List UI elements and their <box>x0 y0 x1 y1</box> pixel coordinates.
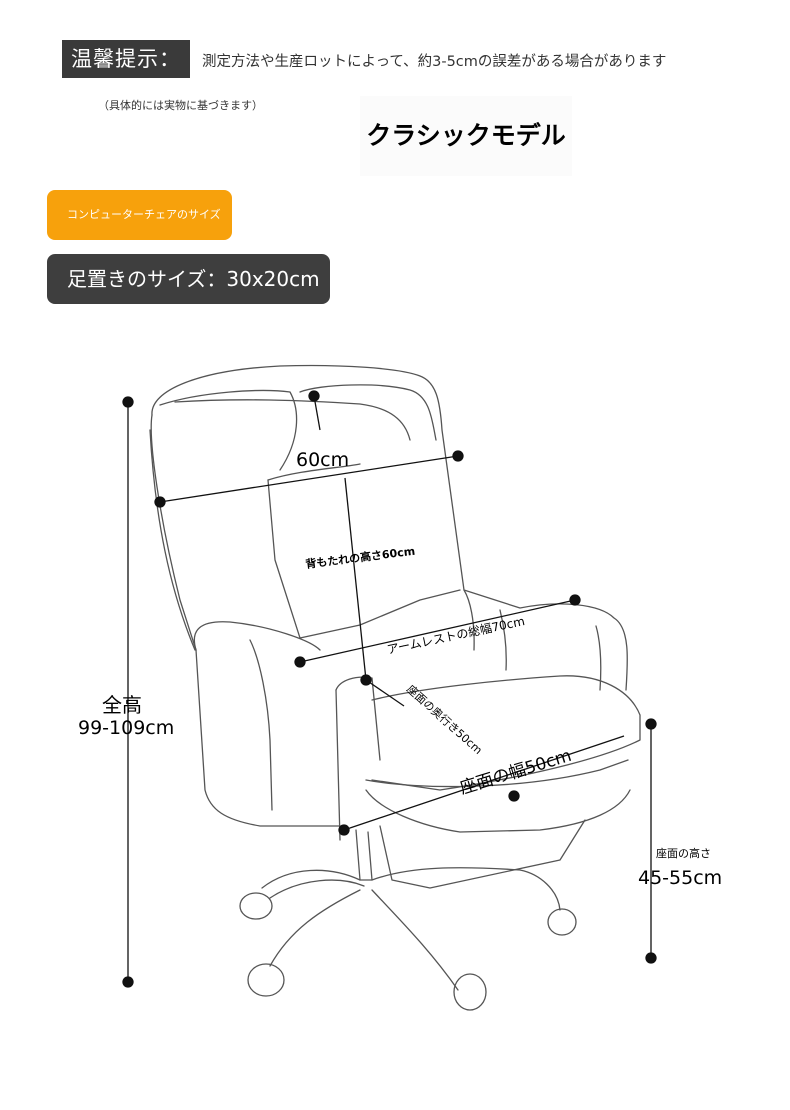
dot <box>569 594 581 606</box>
dot <box>508 790 520 802</box>
dot <box>308 390 320 402</box>
dimension-lines <box>122 390 657 988</box>
armrest-width-line <box>299 599 576 663</box>
seat-height-label: 座面の高さ <box>656 846 711 860</box>
dot <box>154 496 166 508</box>
dot <box>122 396 134 408</box>
dot <box>338 824 350 836</box>
headrest-width-label: 60cm <box>296 449 349 471</box>
seat-width-line <box>343 735 625 831</box>
seat-depth-label: 座面の奥行き50cm <box>404 682 485 757</box>
headrest-leader <box>313 395 321 431</box>
seat-height-value: 45-55cm <box>638 867 722 889</box>
footrest-size-tag: 足置きのサイズ：30x20cm <box>47 254 330 304</box>
dot <box>360 674 372 686</box>
headrest-width-line <box>159 455 459 503</box>
seat-depth-line <box>365 679 405 707</box>
total-height-value: 99-109cm <box>78 717 174 739</box>
model-title: クラシックモデル <box>360 96 572 176</box>
notice-text: 測定方法や生産ロットによって、約3-5cmの誤差がある場合があります <box>202 54 667 70</box>
dot <box>122 976 134 988</box>
dot <box>452 450 464 462</box>
notice-badge: 温馨提示： <box>62 40 190 78</box>
dot <box>645 952 657 964</box>
dimension-labels: 60cm 背もたれの高さ60cm アームレストの総幅70cm 座面の奥行き50c… <box>78 449 722 889</box>
total-height-label: 全高 <box>102 693 142 717</box>
notice-subtext: （具体的には実物に基づきます） <box>98 99 263 112</box>
backrest-height-line <box>344 477 367 681</box>
dot <box>294 656 306 668</box>
backrest-height-label: 背もたれの高さ60cm <box>305 544 416 571</box>
chair-outline <box>149 364 641 1011</box>
chair-size-tag: コンピューターチェアのサイズ <box>47 190 232 240</box>
dot <box>645 718 657 730</box>
